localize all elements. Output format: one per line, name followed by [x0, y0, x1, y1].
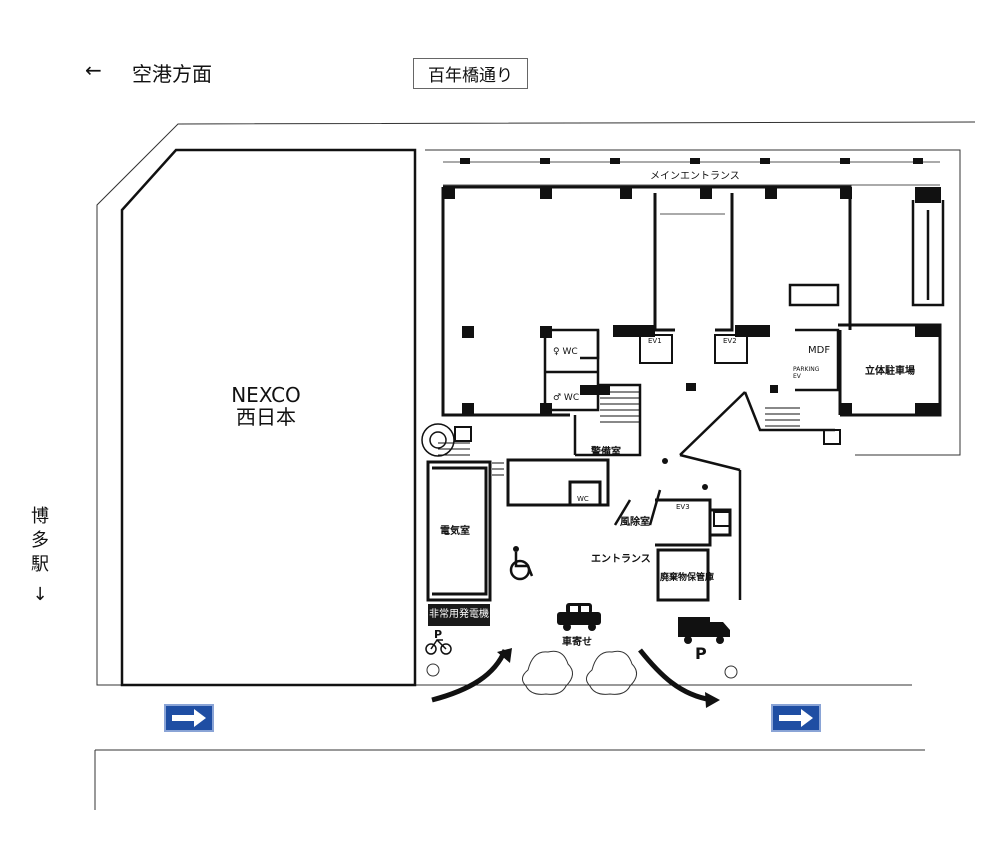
station-char-1: 博 [31, 506, 49, 527]
nexco-building [120, 148, 417, 687]
right-arrow-sign-icon [164, 704, 214, 732]
station-char-3: 駅 [31, 554, 49, 575]
nexco-name: NEXCO [231, 383, 301, 407]
windbreak-room-label: 風除室 [620, 517, 650, 528]
mdf-label: MDF [808, 345, 831, 356]
airport-arrow: ← [85, 58, 102, 82]
wc-male-label: ♂ WC [553, 393, 580, 403]
wc-female-label: ♀ WC [553, 347, 578, 357]
nexco-name-jp: 西日本 [236, 405, 296, 429]
airport-direction-label: 空港方面 [132, 62, 212, 86]
ev2-label: EV2 [723, 337, 737, 345]
security-room-label: 警備室 [591, 447, 621, 458]
right-arrow-sign-icon [771, 704, 821, 732]
dropoff-label: 車寄せ [562, 637, 592, 648]
main-entrance-label: メインエントランス [650, 171, 740, 182]
street-name-sign: 百年橋通り [413, 58, 528, 89]
station-direction-label: 博 多 駅 ↓ [28, 505, 52, 607]
nexco-label: NEXCO 西日本 [226, 384, 306, 428]
waste-storage-label: 廃棄物保管庫 [660, 573, 715, 583]
ev3-label: EV3 [676, 503, 690, 511]
station-arrow: ↓ [32, 584, 48, 605]
ev1-label: EV1 [648, 337, 662, 345]
electric-room-label: 電気室 [440, 526, 470, 537]
bike-parking-label: P [434, 628, 443, 641]
station-char-2: 多 [31, 530, 49, 551]
entrance-label: エントランス [591, 554, 651, 565]
parking-ev-label: PARKING EV [793, 366, 820, 380]
accessible-wc-label: WC [577, 495, 589, 503]
parking-p-label: P [695, 644, 707, 663]
parking-structure-label: 立体駐車場 [865, 366, 915, 377]
generator-label: 非常用発電機 [428, 604, 490, 626]
